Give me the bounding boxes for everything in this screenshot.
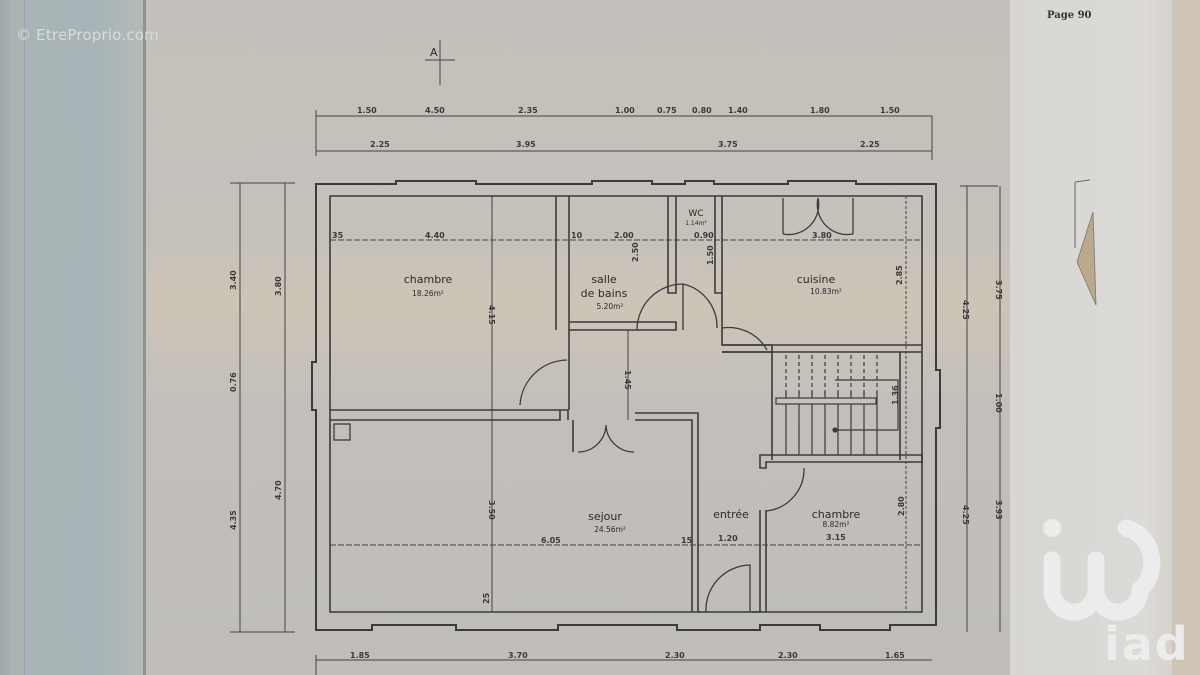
svg-text:4.40: 4.40: [425, 231, 445, 240]
room-sejour-name: sejour: [588, 510, 622, 523]
svg-text:0.90: 0.90: [694, 231, 714, 240]
room-cuisine-name: cuisine: [797, 273, 836, 286]
left-dimensions: 3.40 0.76 4.35 3.80 4.70: [229, 270, 283, 530]
room-wc-area: 1.14m²: [685, 220, 707, 227]
svg-text:3.15: 3.15: [826, 533, 846, 542]
svg-text:1.50: 1.50: [357, 106, 377, 115]
right-paper-sheet: [1010, 0, 1200, 675]
svg-text:1.40: 1.40: [728, 106, 748, 115]
svg-text:2.85: 2.85: [895, 265, 904, 285]
section-marker: A: [430, 46, 438, 59]
floor-plan-sheet: [146, 0, 1010, 675]
room-sdb-name-1: salle: [591, 273, 617, 286]
svg-text:3.75: 3.75: [994, 280, 1003, 300]
room-chambre-2-name: chambre: [812, 508, 861, 521]
svg-text:4.35: 4.35: [229, 510, 238, 530]
svg-text:1.50: 1.50: [880, 106, 900, 115]
svg-text:1.45: 1.45: [623, 370, 632, 390]
svg-text:4.15: 4.15: [487, 305, 496, 325]
room-sdb-area: 5.20m²: [596, 302, 623, 311]
top-dimensions-row-1: 1.50 4.50 2.35 1.00 0.75 0.80 1.40 1.80 …: [357, 106, 900, 115]
svg-text:1.20: 1.20: [718, 534, 738, 543]
interior-walls: [330, 196, 923, 613]
svg-text:1.00: 1.00: [994, 393, 1003, 413]
svg-text:3.70: 3.70: [508, 651, 528, 660]
svg-text:3.80: 3.80: [812, 231, 832, 240]
svg-text:3.95: 3.95: [516, 140, 536, 149]
svg-text:0.75: 0.75: [657, 106, 677, 115]
svg-text:35: 35: [332, 231, 344, 240]
room-sejour-area: 24.56m²: [594, 525, 626, 534]
room-sdb-name-2: de bains: [581, 287, 628, 300]
door-swings: [333, 197, 854, 613]
dimension-lines: [230, 40, 1001, 675]
right-dimensions: 4.25 4.25 3.75 1.00 3.93: [961, 280, 1003, 525]
svg-text:4.50: 4.50: [425, 106, 445, 115]
svg-text:2.25: 2.25: [370, 140, 390, 149]
svg-text:4.25: 4.25: [961, 300, 970, 320]
svg-text:1.85: 1.85: [350, 651, 370, 660]
svg-text:3.40: 3.40: [229, 270, 238, 290]
room-chambre-1-name: chambre: [404, 273, 453, 286]
svg-text:15: 15: [681, 536, 693, 545]
iad-brand-text: iad: [1104, 617, 1190, 671]
room-wc-name: WC: [688, 209, 703, 219]
svg-text:3.80: 3.80: [274, 276, 283, 296]
svg-text:1.00: 1.00: [615, 106, 635, 115]
interior-dimensions: 4.40 4.15 2.00 2.50 0.90 1.50 3.80 2.85 …: [332, 231, 906, 604]
room-entree-name: entrée: [713, 508, 749, 521]
svg-text:2.35: 2.35: [518, 106, 538, 115]
right-edge: [1172, 0, 1200, 675]
svg-text:6.05: 6.05: [541, 536, 561, 545]
paper-fold-mark: [1074, 179, 1097, 306]
bottom-dimensions: 1.85 3.70 2.30 2.30 1.65: [350, 651, 905, 660]
top-dimensions-row-2: 2.25 3.95 3.75 2.25: [370, 140, 880, 149]
watermark: © EtreProprio.com: [16, 26, 159, 44]
exterior-walls: [311, 180, 941, 631]
svg-text:1.50: 1.50: [706, 245, 715, 265]
svg-text:2.30: 2.30: [778, 651, 798, 660]
left-strip-edge: [10, 0, 25, 675]
svg-text:2.00: 2.00: [614, 231, 634, 240]
svg-text:10: 10: [571, 231, 583, 240]
svg-text:1.36: 1.36: [891, 385, 900, 405]
room-cuisine-area: 10.83m²: [810, 287, 842, 296]
strip-divider: [143, 0, 146, 675]
svg-text:2.50: 2.50: [631, 242, 640, 262]
iad-logo-icon: [1043, 519, 1161, 621]
svg-text:0.76: 0.76: [229, 372, 238, 392]
svg-text:2.80: 2.80: [897, 496, 906, 516]
room-chambre-2-area: 8.82m²: [822, 520, 849, 529]
staircase: [775, 355, 899, 455]
svg-text:2.30: 2.30: [665, 651, 685, 660]
svg-text:0.80: 0.80: [692, 106, 712, 115]
left-background-strip: [0, 0, 145, 675]
svg-text:2.25: 2.25: [860, 140, 880, 149]
page-number: Page 90: [1047, 10, 1092, 21]
svg-text:3.50: 3.50: [487, 500, 496, 520]
svg-text:3.93: 3.93: [994, 500, 1003, 520]
svg-text:3.75: 3.75: [718, 140, 738, 149]
svg-text:4.70: 4.70: [274, 480, 283, 500]
svg-text:4.25: 4.25: [961, 505, 970, 525]
room-chambre-1-area: 18.26m²: [412, 289, 444, 298]
svg-text:1.65: 1.65: [885, 651, 905, 660]
svg-text:25: 25: [482, 592, 491, 604]
svg-text:1.80: 1.80: [810, 106, 830, 115]
